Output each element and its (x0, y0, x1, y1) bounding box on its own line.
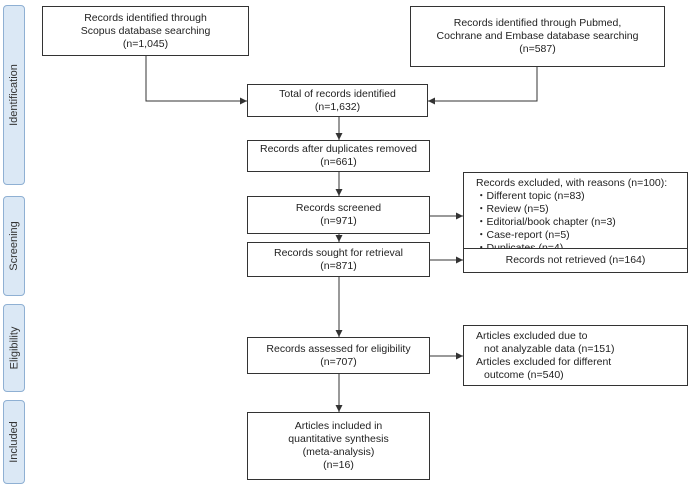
box-scopus-records: Records identified through Scopus databa… (42, 6, 249, 56)
total-count: (n=1,632) (314, 100, 361, 113)
scopus-count: (n=1,045) (122, 37, 169, 50)
phase-screening: Screening (3, 196, 25, 296)
box-assessed-eligibility: Records assessed for eligibility (n=707) (247, 337, 430, 374)
connector-scopus-total (145, 56, 247, 105)
box-sought-retrieval: Records sought for retrieval (n=871) (247, 242, 430, 277)
phase-included: Included (3, 400, 25, 484)
screened-line1: Records screened (295, 202, 382, 214)
box-records-screened: Records screened (n=971) (247, 196, 430, 234)
screened-count: (n=971) (320, 215, 357, 227)
dedup-count: (n=661) (320, 156, 357, 168)
box-not-retrieved: Records not retrieved (n=164) (463, 248, 688, 273)
phase-identification: Identification (3, 5, 25, 185)
box-after-duplicates: Records after duplicates removed (n=661) (247, 140, 430, 172)
excluded-title: Records excluded, with reasons (n=100): (476, 176, 668, 189)
included-count: (n=16) (323, 459, 354, 471)
pubmed-count: (n=587) (519, 43, 556, 55)
articles-excluded-line4: outcome (n=540) (484, 368, 564, 381)
included-line1: Articles included in (294, 420, 383, 432)
box-total-records: Total of records identified (n=1,632) (247, 84, 428, 117)
box-records-excluded: Records excluded, with reasons (n=100): … (463, 172, 688, 259)
articles-excluded-line1: Articles excluded due to (476, 329, 588, 342)
dedup-line1: Records after duplicates removed (260, 143, 417, 155)
articles-excluded-line2: not analyzable data (n=151) (484, 342, 615, 355)
scopus-line1: Records identified through (84, 11, 207, 24)
excluded-item: ・Review (n=5) (476, 202, 549, 215)
excluded-item: ・Case-report (n=5) (476, 228, 570, 241)
included-line3: (meta-analysis) (302, 446, 375, 458)
pubmed-line1: Records identified through Pubmed, (453, 17, 622, 29)
box-pubmed-records: Records identified through Pubmed, Cochr… (410, 6, 665, 67)
assessed-line1: Records assessed for eligibility (266, 342, 411, 355)
excluded-item: ・Different topic (n=83) (476, 189, 585, 202)
sought-count: (n=871) (320, 259, 357, 272)
excluded-item: ・Editorial/book chapter (n=3) (476, 215, 616, 228)
phase-eligibility: Eligibility (3, 304, 25, 392)
included-line2: quantitative synthesis (288, 433, 389, 445)
not-retrieved-line: Records not retrieved (n=164) (505, 254, 646, 266)
box-articles-included: Articles included in quantitative synthe… (247, 412, 430, 480)
total-line1: Total of records identified (279, 87, 396, 100)
assessed-count: (n=707) (320, 355, 357, 368)
box-articles-excluded: Articles excluded due to not analyzable … (463, 325, 688, 386)
sought-line1: Records sought for retrieval (274, 246, 403, 259)
articles-excluded-line3: Articles excluded for different (476, 355, 612, 368)
connector-pubmed-total (428, 67, 538, 105)
scopus-line2: Scopus database searching (80, 24, 211, 37)
pubmed-line2: Cochrane and Embase database searching (436, 30, 639, 42)
